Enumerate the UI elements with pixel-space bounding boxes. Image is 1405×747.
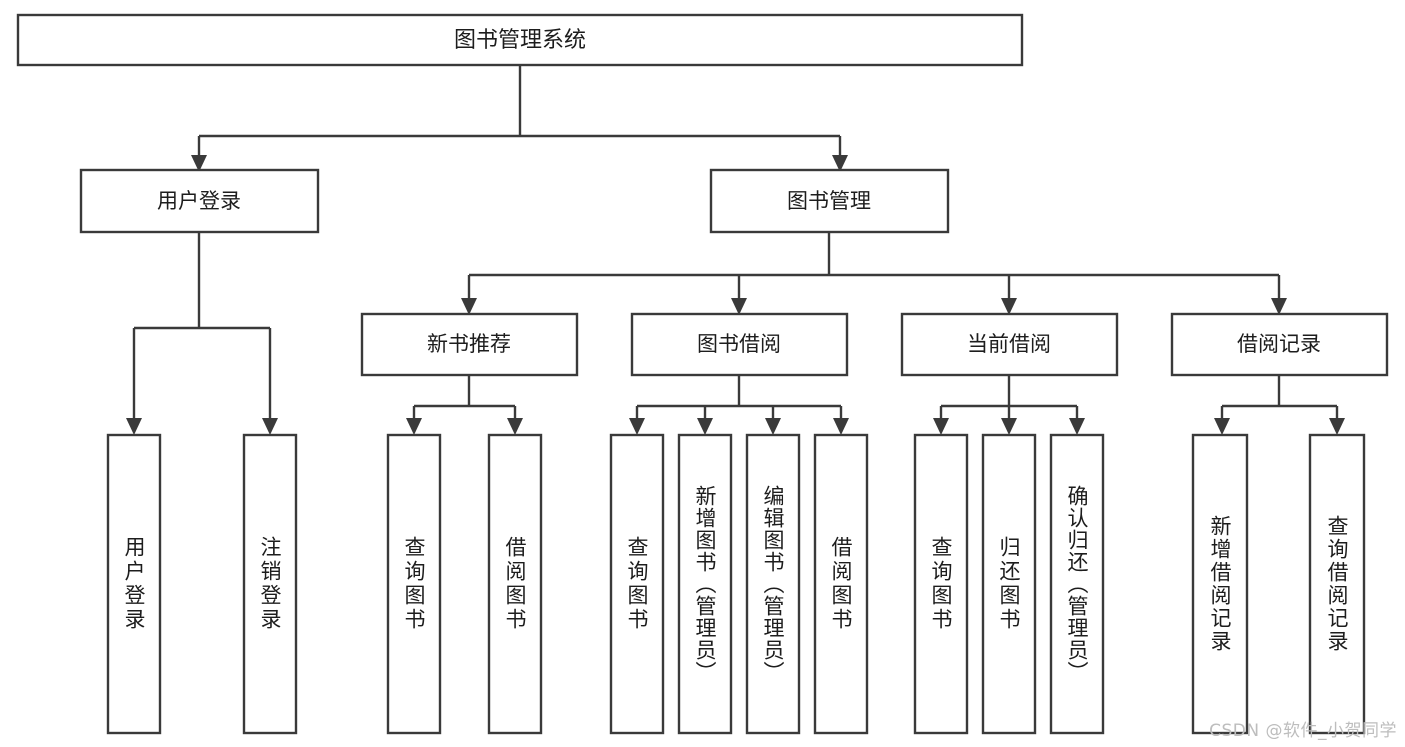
watermark: CSDN @软件_小贺同学	[1209, 721, 1397, 741]
node-leaf-return-book[interactable]	[981, 433, 1037, 735]
connector-new-book-recommend-to-leaves	[406, 375, 523, 435]
node-leaf-query-book-2[interactable]	[609, 433, 665, 735]
node-leaf-add-record[interactable]	[1191, 433, 1249, 735]
node-borrow-record[interactable]: 借阅记录	[1170, 312, 1389, 377]
node-new-book-recommend-label: 新书推荐	[427, 332, 511, 356]
node-leaf-add-book[interactable]	[677, 433, 733, 735]
node-leaf-query-record[interactable]	[1308, 433, 1366, 735]
connector-book-borrow-to-leaves	[629, 375, 849, 435]
node-user-login[interactable]: 用户登录	[79, 168, 320, 234]
node-new-book-recommend[interactable]: 新书推荐	[360, 312, 579, 377]
node-current-borrow-label: 当前借阅	[967, 332, 1051, 356]
leaf-boxes	[106, 433, 1366, 735]
node-root[interactable]: 图书管理系统	[16, 13, 1024, 67]
node-book-borrow[interactable]: 图书借阅	[630, 312, 849, 377]
node-book-borrow-label: 图书借阅	[697, 332, 781, 356]
node-leaf-query-book-1[interactable]	[386, 433, 442, 735]
node-leaf-confirm-return[interactable]	[1049, 433, 1105, 735]
node-book-management-label: 图书管理	[787, 189, 871, 213]
connector-borrow-record-to-leaves	[1214, 375, 1345, 435]
node-user-login-label: 用户登录	[157, 189, 241, 213]
connector-current-borrow-to-leaves	[933, 375, 1085, 435]
node-leaf-query-book-3[interactable]	[913, 433, 969, 735]
node-current-borrow[interactable]: 当前借阅	[900, 312, 1119, 377]
node-leaf-borrow-book-2[interactable]	[813, 433, 869, 735]
node-leaf-logout-login[interactable]	[242, 433, 298, 735]
connector-book-management-to-level3	[461, 232, 1287, 315]
node-leaf-user-login[interactable]	[106, 433, 162, 735]
node-root-label: 图书管理系统	[454, 28, 586, 53]
connector-root-to-level2	[191, 65, 848, 172]
node-borrow-record-label: 借阅记录	[1237, 332, 1321, 356]
node-book-management[interactable]: 图书管理	[709, 168, 950, 234]
node-leaf-borrow-book-1[interactable]	[487, 433, 543, 735]
node-leaf-edit-book[interactable]	[745, 433, 801, 735]
connector-user-login-to-leaves	[126, 232, 278, 435]
